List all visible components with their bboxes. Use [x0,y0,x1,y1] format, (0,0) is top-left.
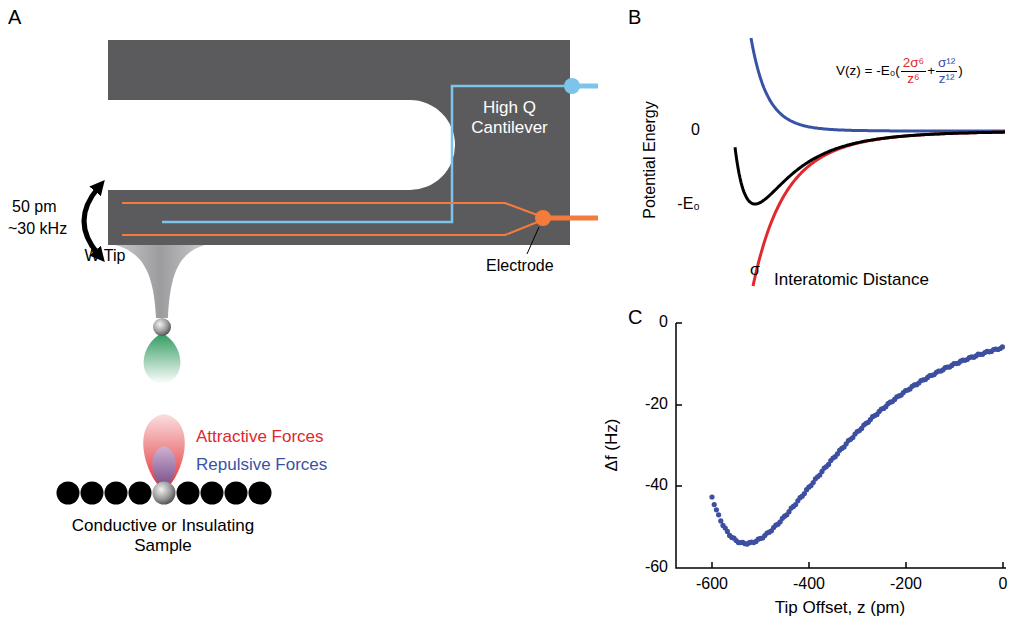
tick-label: -20 [628,395,668,413]
formula-part: 2σ⁶ [901,56,926,72]
wire [162,86,572,222]
formula-part: ) [958,64,963,79]
data-point [709,494,714,499]
tick-label: -60 [628,558,668,576]
part-name: Electrode [486,257,554,275]
force-label: Repulsive Forces [196,455,327,475]
data-point [714,507,719,512]
plot-axes [676,323,1006,568]
wire [543,216,598,221]
part-name: W Tip [82,247,128,265]
tick-label: -200 [881,575,931,593]
sample-atoms [57,482,272,505]
data-point [712,502,717,507]
oscillation-arrow [84,188,98,254]
axis-title: Interatomic Distance [774,270,929,290]
tick-label: -400 [784,575,834,593]
panel-letter: A [8,6,21,29]
atom [81,482,104,505]
force-label: Attractive Forces [196,427,324,447]
frequency-label: ~30 kHz [8,220,67,238]
tip-interaction [144,333,181,384]
data-point [716,512,721,517]
tick-label: -40 [628,476,668,494]
electrode-line [122,203,540,216]
atom [225,482,248,505]
axis-title: Potential Energy [641,101,659,218]
electrode-pad [535,210,551,226]
data-point [1000,344,1005,349]
formula-part: z⁶ [905,72,921,87]
tick-label: -600 [687,575,737,593]
axis-title: Δf (Hz) [602,419,622,472]
atom [249,482,272,505]
potential-curve [735,132,1005,204]
atom [105,482,128,505]
leader-line [527,227,539,254]
data-points [709,344,1005,546]
atom [177,482,200,505]
fraction: 2σ⁶z⁶ [901,56,926,87]
sample-label: Conductive or Insulating Sample [52,516,274,555]
tick-label: -E₀ [660,195,700,213]
fraction: σ¹²z¹² [936,56,957,87]
formula-part: + [927,64,935,79]
atom [129,482,152,505]
potential-curve [751,38,1005,131]
atom [57,482,80,505]
attractive-region [143,414,185,492]
panel-letter: B [628,6,641,29]
formula: V(z) = -E₀(2σ⁶z⁶+σ¹²z¹²) [836,56,963,87]
tick-label: 0 [660,121,700,139]
potential-curve [753,132,1005,286]
tip-atom [153,318,171,336]
formula-part: σ¹² [936,56,957,72]
tick-label: 0 [993,575,1013,593]
panel-letter: C [628,306,642,329]
potential-curves [735,38,1005,286]
amplitude-label: 50 pm [12,198,56,216]
cantilever [108,40,570,245]
formula-part: z¹² [937,72,957,87]
tick-label: 0 [628,313,668,331]
formula-part: V(z) = -E₀( [836,64,900,79]
atom [201,482,224,505]
electrode-pad [564,78,580,94]
atom [153,482,176,505]
tungsten-tip [115,245,205,318]
data-point [718,518,723,523]
tick-label: σ [750,261,760,279]
electrode-line [122,221,540,235]
axis-title: Tip Offset, z (pm) [715,598,965,618]
part-name: High Q Cantilever [462,98,557,137]
